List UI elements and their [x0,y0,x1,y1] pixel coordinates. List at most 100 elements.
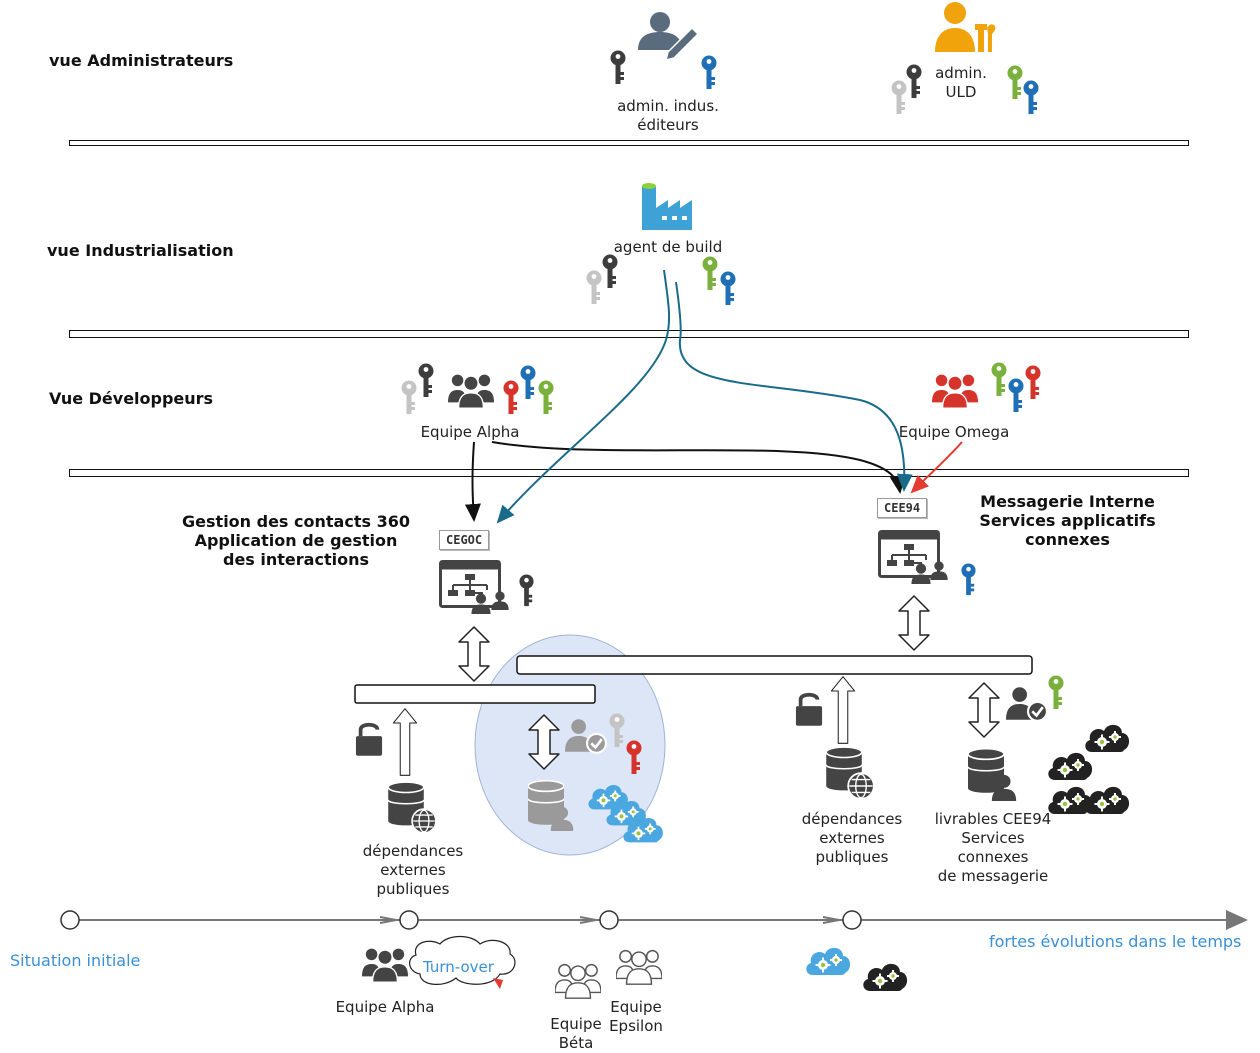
right-deps-line1: dépendances [801,810,903,828]
blue-key-icon [1008,378,1024,412]
view-label-indus: vue Industrialisation [47,241,234,260]
left-deps-line2: externes [380,861,446,879]
cloud-gear-dark-icon [1084,723,1131,753]
dark-key-icon [610,50,626,84]
globe-icon [411,808,437,834]
admin-editor-label: admin. indus. éditeurs [588,97,748,135]
team-alpha-icon [448,373,494,409]
team-alpha-label: Equipe Alpha [420,423,520,441]
team-epsilon-line1: Equipe [610,998,662,1016]
team-beta-line1: Equipe [550,1015,602,1033]
cegoc-dependency-bar [354,684,596,704]
turnover-cloud [409,935,516,985]
livrables-label: livrables CEE94 Services connexes de mes… [918,810,1068,886]
right-deps-line3: publiques [815,848,889,866]
cegoc-title: Gestion des contacts 360 Application de … [160,512,432,569]
admin-editor-line2: éditeurs [637,116,699,134]
team-omega-label: Equipe Omega [898,423,1010,441]
timeline-node-start [60,910,80,930]
cegoc-title-line3: des interactions [223,550,369,569]
build-to-cee94-arrow [675,281,913,492]
red-key-icon [503,380,519,414]
cee94-title-line3: connexes [1025,530,1110,549]
left-deps-label: dépendances externes publiques [343,842,483,899]
cloud-gear-dark-icon [862,962,909,993]
team-beta-line2: Béta [558,1034,594,1052]
separator-indus [69,330,1189,338]
green-key-icon [991,362,1007,396]
cegoc-double-arrow [458,626,490,682]
cloud-gear-blue-icon [805,946,852,977]
livrables-line2: Services [961,829,1025,847]
cegoc-app-icon [439,560,501,608]
cee94-double-arrow [898,595,930,651]
team-epsilon-label: Equipe Epsilon [600,998,672,1036]
admin-editor-icon [638,12,700,62]
green-key-icon [1007,65,1023,99]
lock-icon [355,722,383,758]
livrables-line4: de messagerie [937,867,1049,885]
cee94-tag[interactable]: CEE94 [877,498,928,518]
separator-dev [69,469,1189,477]
admin-uld-icon [935,2,996,52]
cee94-app-icon [878,530,940,578]
timeline-alpha-label: Equipe Alpha [335,998,435,1016]
timeline-end-label: fortes évolutions dans le temps [989,932,1242,951]
timeline-node [599,910,619,930]
database-icon [968,747,1004,794]
gray-key-icon [401,380,417,414]
team-epsilon-line2: Epsilon [609,1017,663,1035]
timeline-node [842,910,862,930]
green-key-icon [538,380,554,414]
team-beta-icon [555,963,601,999]
blue-key-icon [720,271,736,305]
cee94-dependency-bar [516,655,1033,675]
gray-key-icon [891,80,907,114]
blue-key-icon [1023,80,1039,114]
blue-key-icon [520,365,536,399]
right-deps-label: dépendances externes publiques [782,810,922,867]
cegoc-title-line2: Application de gestion [194,531,398,550]
admin-uld-line2: ULD [945,83,977,101]
factory-icon [642,183,692,230]
dark-key-icon [519,574,534,607]
up-arrow [830,676,856,744]
cee94-title-line1: Messagerie Interne [980,492,1155,511]
admin-uld-label: admin. ULD [915,64,1007,102]
blue-key-icon [961,563,976,596]
right-deps-line2: externes [819,829,885,847]
omega-to-cee94-arrow [910,441,963,494]
left-deps-line1: dépendances [362,842,464,860]
alpha-to-cegoc-arrow [464,441,481,522]
admin-uld-line1: admin. [935,64,987,82]
cegoc-tag[interactable]: CEGOC [439,530,490,550]
timeline-alpha-icon [362,947,408,983]
team-omega-icon [932,373,978,409]
lock-icon [795,692,823,728]
green-key-icon [1048,675,1064,709]
team-epsilon-icon [616,949,662,985]
green-key-icon [702,256,718,290]
dark-key-icon [602,254,618,288]
cloud-gear-dark-icon [1047,751,1094,781]
cee94-title-line2: Services applicatifs [979,511,1156,530]
admin-editor-line1: admin. indus. [617,97,719,115]
gray-key-icon [586,270,602,304]
livrables-double-arrow [968,682,1000,738]
cloud-gear-dark-icon [1084,785,1131,815]
view-label-dev: Vue Développeurs [49,389,214,408]
cee94-title: Messagerie Interne Services applicatifs … [960,492,1175,549]
blue-key-icon [701,55,717,89]
globe-icon [847,772,875,800]
dark-key-icon [418,363,434,397]
build-agent-label: agent de build [613,238,723,256]
timeline-start-label: Situation initiale [10,951,141,970]
cegoc-title-line1: Gestion des contacts 360 [182,512,410,531]
timeline-node [399,910,419,930]
build-to-cegoc-arrow [496,269,671,524]
up-arrow [392,708,418,776]
database-gray-icon [528,779,564,826]
team-beta-label: Equipe Béta [540,1015,612,1053]
view-label-admin: vue Administrateurs [49,51,234,70]
